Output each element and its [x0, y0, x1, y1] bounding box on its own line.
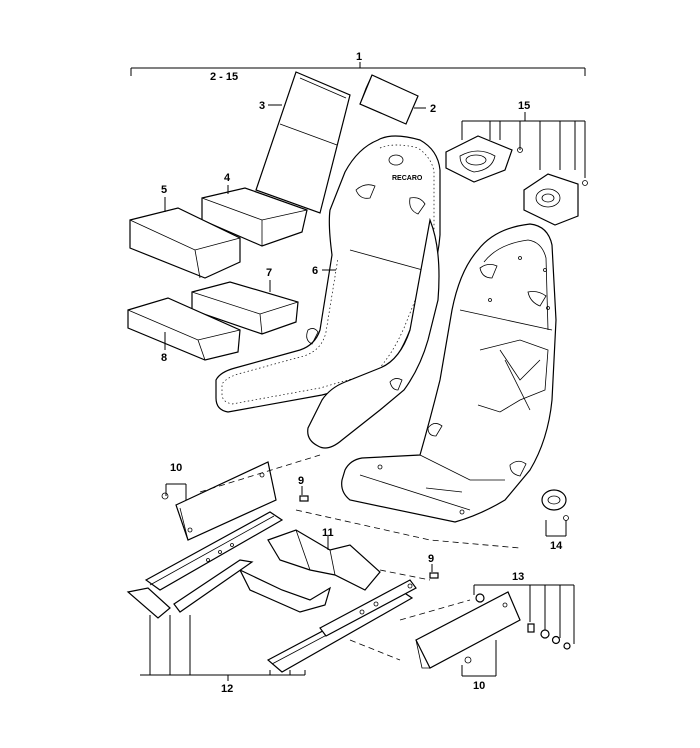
callout-label-1: 1 — [356, 51, 363, 63]
callout-label-7: 7 — [266, 267, 273, 279]
callout-label-2-15: 2 - 15 — [210, 71, 239, 83]
hardware-part-13 — [473, 584, 575, 650]
callout-label-9-lower: 9 — [428, 553, 435, 565]
callout-label-2: 2 — [430, 103, 437, 115]
callout-label-5: 5 — [161, 184, 168, 196]
callout-label-13: 13 — [512, 571, 525, 583]
seat-rail-left — [126, 511, 284, 619]
seat-rail-right — [266, 579, 417, 673]
seat-logo-text: RECARO — [392, 175, 423, 182]
seat-shell-front — [307, 217, 440, 449]
callout-label-4: 4 — [224, 172, 231, 184]
seat-shell-main — [341, 223, 557, 523]
seat-cover-part-6: RECARO — [215, 135, 441, 413]
callout-label-15: 15 — [518, 100, 531, 112]
callout-label-10-lower: 10 — [473, 680, 486, 692]
bolt-part-9-lower — [429, 564, 439, 579]
callout-label-10-upper: 10 — [170, 462, 183, 474]
callout-label-11: 11 — [322, 527, 334, 539]
backrest-pad-part — [255, 71, 351, 214]
belt-guide-part-14 — [541, 489, 569, 537]
callout-label-9-upper: 9 — [298, 475, 305, 487]
callout-label-8: 8 — [161, 352, 168, 364]
cushion-part-4 — [201, 185, 308, 247]
side-bracket-part-10-lower — [415, 591, 521, 677]
callout-label-12: 12 — [221, 683, 234, 695]
side-bracket-part-10-upper — [161, 461, 277, 541]
assembly-guide-lines — [199, 454, 521, 661]
cushion-part-8 — [127, 297, 241, 361]
small-pad-part — [359, 74, 426, 125]
bolt-part-9-upper — [299, 486, 309, 502]
crossbar-part-11 — [238, 529, 381, 613]
belt-guide-part-15 — [445, 112, 588, 226]
callout-1-bracket — [130, 62, 586, 76]
cushion-part-5 — [129, 197, 241, 279]
callout-12-bracket — [140, 615, 306, 681]
callout-label-3: 3 — [259, 100, 266, 112]
callout-label-14: 14 — [550, 540, 563, 552]
callout-label-6: 6 — [312, 265, 319, 277]
